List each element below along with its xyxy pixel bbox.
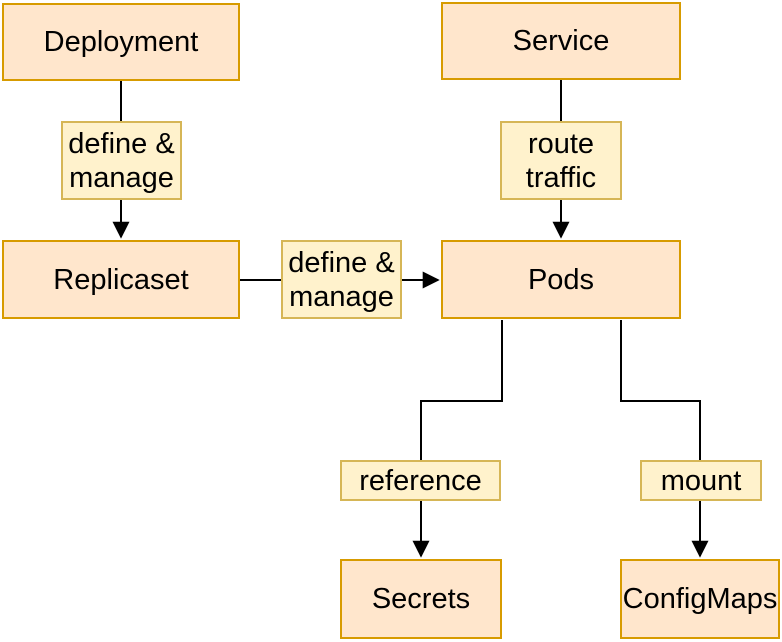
node-pods: Pods [441,240,681,319]
edge-label-line: manage [69,161,174,194]
edge-pods-to-secrets [412,320,503,558]
edge-label-line: route [527,127,595,160]
edge-label-line: traffic [525,161,597,194]
edge-label-line: manage [289,280,394,313]
edge-label-reference: reference [340,460,501,501]
edge-label-mount: mount [640,460,762,501]
edge-label-line: define & [68,127,175,160]
edge-label-route-traffic: route traffic [500,121,622,200]
edge-label-define-manage-top: define & manage [61,121,182,200]
node-service: Service [441,2,681,80]
edge-label-line: define & [288,246,395,279]
edge-pods-to-configmaps [620,320,709,558]
node-replicaset: Replicaset [2,240,240,319]
edge-label-line: mount [660,464,742,497]
node-configmaps: ConfigMaps [620,559,780,639]
node-deployment: Deployment [2,3,240,81]
node-secrets: Secrets [340,559,502,639]
edge-label-define-manage-mid: define & manage [281,240,402,319]
edge-label-line: reference [359,464,482,497]
